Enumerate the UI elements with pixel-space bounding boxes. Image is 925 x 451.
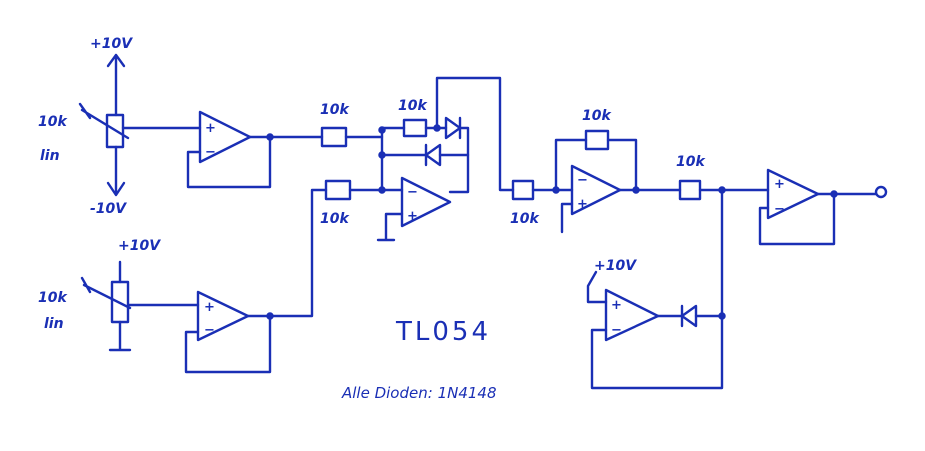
resistor-top-input: 10k: [320, 102, 384, 148]
opamp-4-plus-sign: +: [577, 197, 588, 212]
r-inverter-feedback-wire: [606, 138, 638, 190]
potentiometer-1: +10V -10V 10k lin: [38, 36, 202, 217]
opamp-2: + −: [184, 188, 328, 374]
r-output-series-label: 10k: [676, 154, 706, 170]
opamp-6-triangle: [604, 288, 660, 342]
pot1-down-arrow: [106, 145, 126, 197]
opamp-1-feedback-wire: [186, 135, 272, 189]
pot2-taper-label: lin: [44, 316, 64, 332]
opamp-1-minus-sign: −: [205, 145, 216, 160]
opamp-5-minus-sign: −: [774, 202, 785, 217]
pot2-value-label: 10k: [38, 290, 68, 306]
opamp-5-plus-sign: +: [774, 177, 785, 192]
diode-top-icon: [444, 116, 462, 140]
rectifier-jump-wire: [435, 76, 515, 192]
opamp-3-minus-sign: −: [407, 185, 418, 200]
opamp-1: + −: [186, 110, 324, 189]
comparator-supply-label: +10V: [594, 258, 637, 274]
pot1-up-arrow: [106, 53, 126, 117]
r-feedback-diode-label: 10k: [398, 98, 428, 114]
opamp-2-plus-sign: +: [204, 300, 215, 315]
opamp-4-output-node: [632, 186, 640, 194]
r-bottom-input-label: 10k: [320, 211, 350, 227]
opamp-3-plus-sign: +: [407, 209, 418, 224]
chip-label: TL054: [395, 317, 491, 347]
r-inverter-feedback-body: [584, 129, 610, 151]
diode-bottom-icon: [424, 143, 442, 167]
r-output-series-body: [678, 179, 702, 201]
opamp-5-feedback-wire: [758, 192, 836, 246]
opamp-1-plus-sign: +: [205, 121, 216, 136]
r-inverter-input-label: 10k: [510, 211, 540, 227]
resistor-bottom-input: 10k: [320, 179, 384, 227]
opamp-2-feedback-wire: [184, 314, 272, 374]
clamp-diode-node: [718, 312, 726, 320]
pot2-wiper-arrow: [80, 276, 132, 310]
r-top-input-body: [320, 126, 348, 148]
opamp-3-ground: [376, 212, 404, 242]
pot1-supply-bottom-label: -10V: [90, 201, 127, 217]
opamp-5-triangle: [766, 168, 820, 220]
opamp-3-triangle: [400, 176, 452, 228]
clamp-diode-icon: [680, 304, 698, 328]
opamp-4-ground: [560, 202, 574, 234]
r-inverter-input-body: [511, 179, 535, 201]
r-inverter-feedback-lead: [554, 138, 588, 192]
pot2-supply-top-label: +10V: [118, 238, 161, 254]
pot1-value-label: 10k: [38, 114, 68, 130]
output-stage: 10k + −: [676, 154, 888, 246]
pot1-taper-label: lin: [40, 148, 60, 164]
pot1-supply-top-label: +10V: [90, 36, 133, 52]
opamp-4-triangle: [570, 164, 622, 216]
diode-note: Alle Dioden: 1N4148: [341, 384, 497, 402]
opamp-1-triangle: [198, 110, 252, 164]
opamp-2-output-wire: [246, 188, 328, 318]
opamp-2-minus-sign: −: [204, 323, 215, 338]
precision-rectifier: 10k − +: [376, 76, 515, 242]
r-bottom-input-body: [324, 179, 352, 201]
r-top-input-label: 10k: [320, 102, 350, 118]
clamp-feedback-wire: [590, 188, 724, 390]
clamp-stage: +10V + −: [586, 188, 726, 390]
inverter-stage: 10k 10k − +: [510, 108, 682, 234]
comparator-supply-wire: [586, 270, 608, 304]
r-feedback-diode-body: [402, 118, 428, 138]
opamp-4-minus-sign: −: [577, 173, 588, 188]
output-terminal-icon: [874, 185, 888, 199]
pot1-wiper-arrow: [78, 102, 130, 140]
pot2-ground: [108, 320, 132, 352]
opamp-6-plus-sign: +: [611, 298, 622, 313]
opamp-2-triangle: [196, 290, 250, 342]
opamp-3-output-wire: [448, 126, 470, 194]
potentiometer-2: +10V 10k lin: [38, 238, 200, 352]
opamp-6-minus-sign: −: [611, 323, 622, 338]
r-inverter-feedback-label: 10k: [582, 108, 612, 124]
